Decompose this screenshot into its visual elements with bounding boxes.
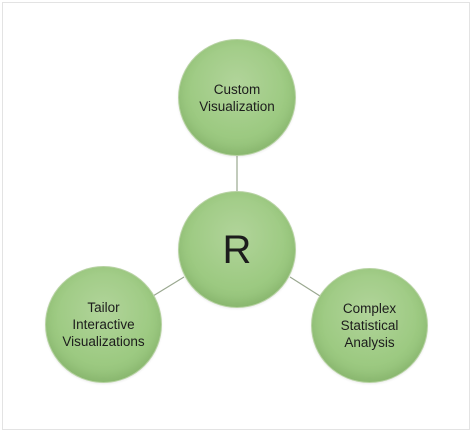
connector-right xyxy=(289,276,321,297)
node-label: Custom Visualization xyxy=(199,81,275,114)
connector-left xyxy=(152,276,185,297)
diagram-frame xyxy=(2,2,470,430)
center-label: R xyxy=(222,227,252,272)
node-complex-statistical-analysis: Complex Statistical Analysis xyxy=(311,268,428,383)
node-tailor-interactive-visualizations: Tailor Interactive Visualizations xyxy=(45,266,162,383)
node-label: Complex Statistical Analysis xyxy=(340,301,399,350)
node-custom-visualization: Custom Visualization xyxy=(178,39,296,156)
node-r-center: R xyxy=(178,191,296,308)
node-label: Tailor Interactive Visualizations xyxy=(62,300,145,349)
